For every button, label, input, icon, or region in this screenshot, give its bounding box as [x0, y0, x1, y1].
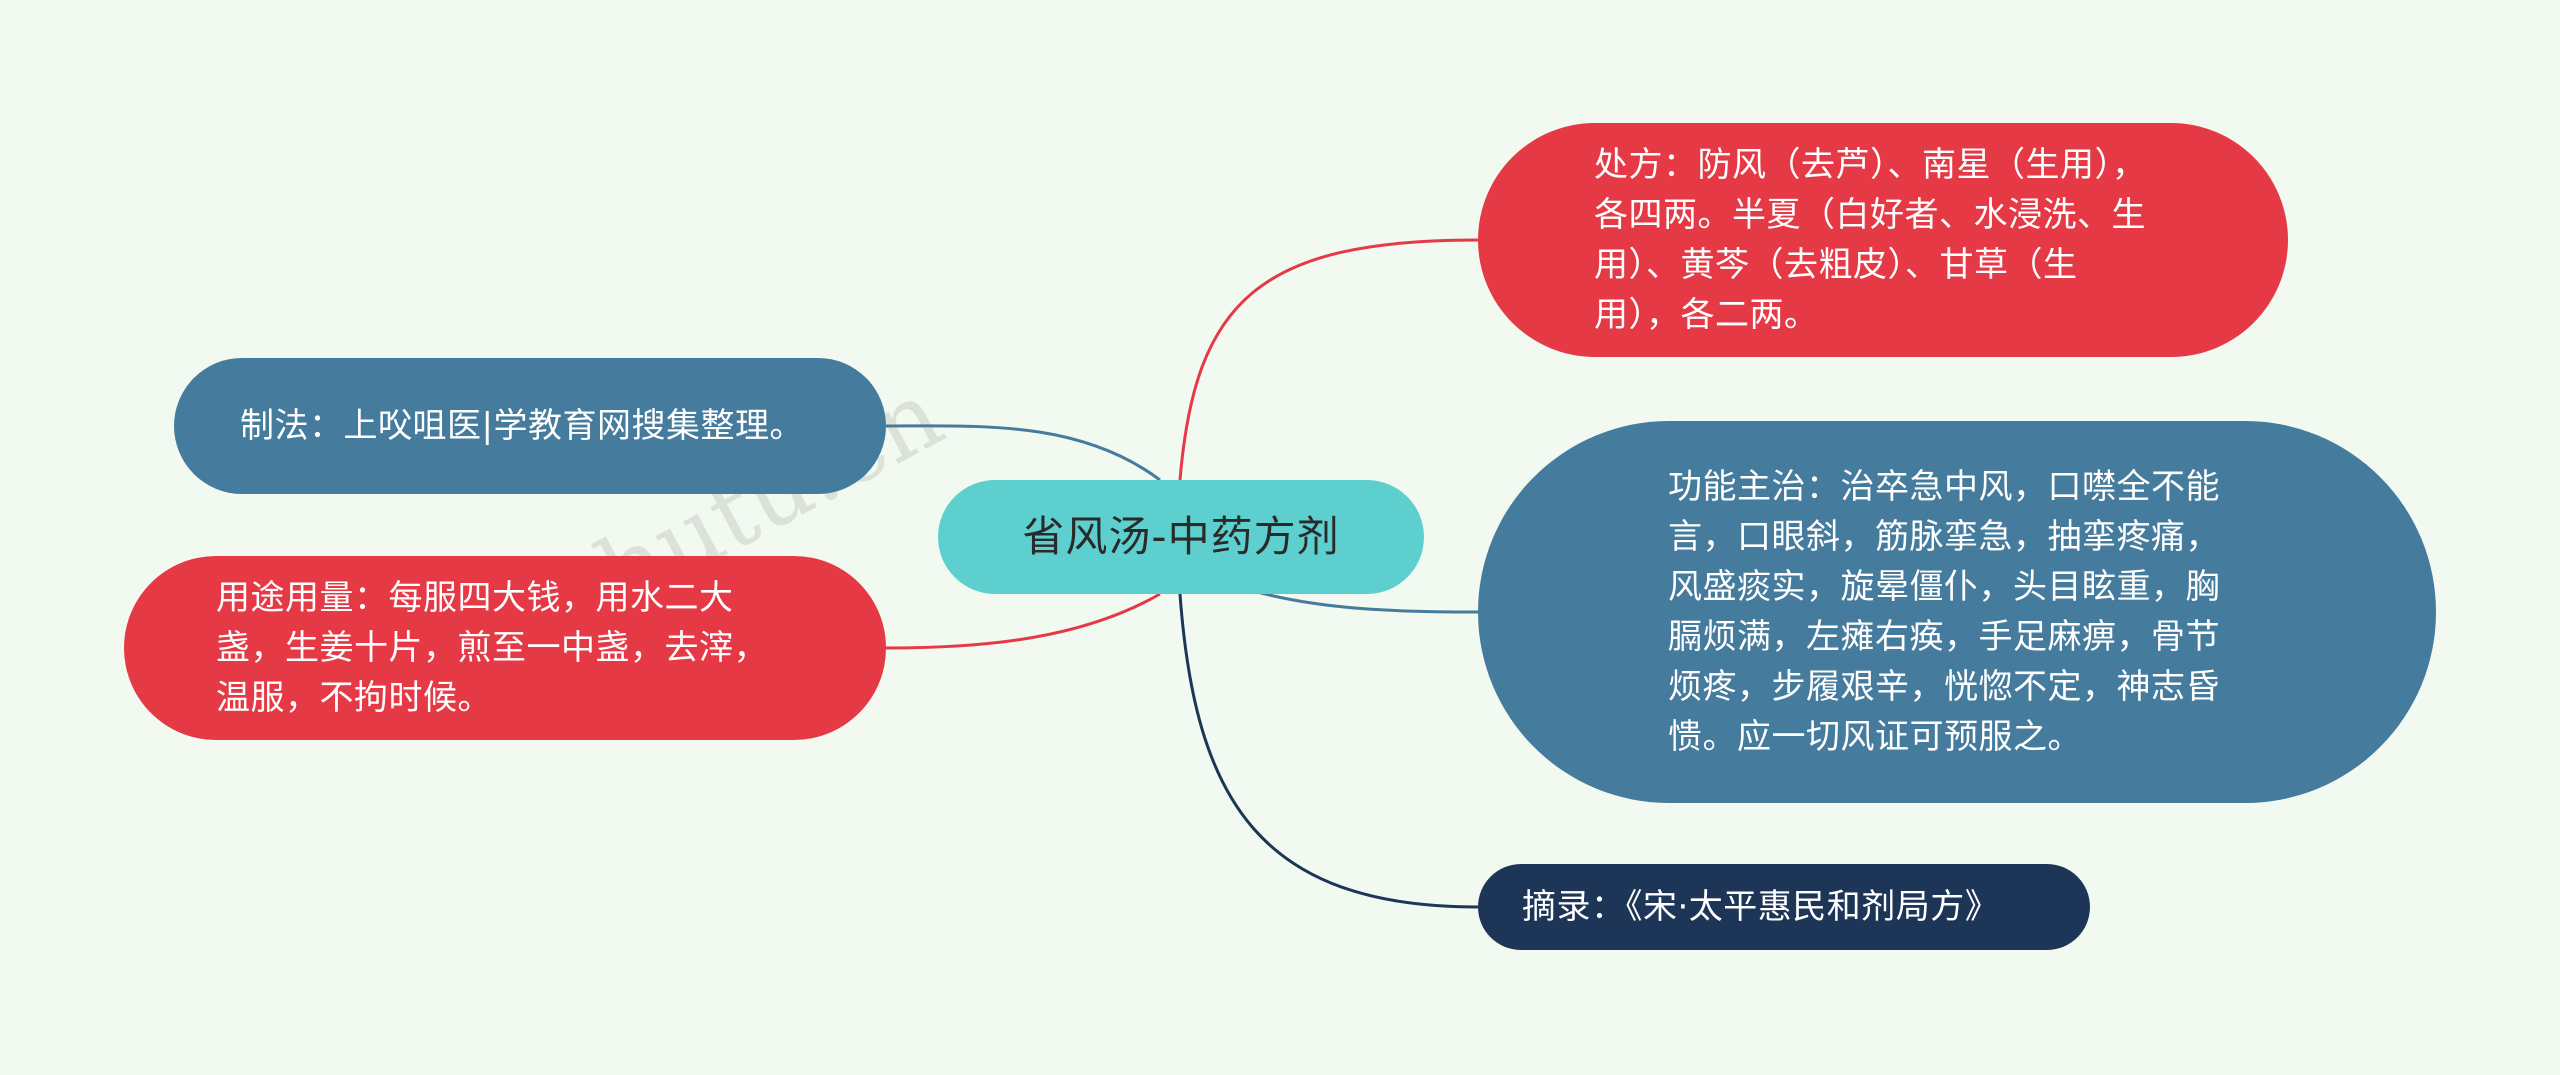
link-chufang — [1178, 238, 1479, 481]
link-gongneng — [1249, 588, 1479, 614]
link-yongtu — [885, 592, 1161, 650]
node-source-text: 摘录：《宋·太平惠民和剂局方》 — [1522, 887, 2000, 927]
root-node-label: 省风汤-中药方剂 — [1022, 512, 1340, 561]
link-zhailu — [1178, 593, 1479, 909]
root-node[interactable]: 省风汤-中药方剂 — [938, 480, 1424, 594]
link-zhifa — [885, 424, 1161, 482]
node-preparation[interactable]: 制法：上㕮咀医|学教育网搜集整理。 — [174, 358, 886, 494]
node-source[interactable]: 摘录：《宋·太平惠民和剂局方》 — [1478, 864, 2090, 950]
node-preparation-text: 制法：上㕮咀医|学教育网搜集整理。 — [240, 406, 804, 446]
node-indications-text: 功能主治：治卒急中风，口噤全不能言，口眼斜，筋脉挛急，抽挛疼痛，风盛痰实，旋晕僵… — [1668, 467, 2220, 757]
node-indications[interactable]: 功能主治：治卒急中风，口噤全不能言，口眼斜，筋脉挛急，抽挛疼痛，风盛痰实，旋晕僵… — [1478, 421, 2436, 803]
node-dosage[interactable]: 用途用量：每服四大钱，用水二大盏，生姜十片，煎至一中盏，去滓，温服，不拘时候。 — [124, 556, 886, 740]
node-prescription-text: 处方：防风（去芦）、南星（生用），各四两。半夏（白好者、水浸洗、生用）、黄芩（去… — [1594, 145, 2147, 335]
node-dosage-text: 用途用量：每服四大钱，用水二大盏，生姜十片，煎至一中盏，去滓，温服，不拘时候。 — [216, 578, 768, 718]
node-prescription[interactable]: 处方：防风（去芦）、南星（生用），各四两。半夏（白好者、水浸洗、生用）、黄芩（去… — [1478, 123, 2288, 357]
